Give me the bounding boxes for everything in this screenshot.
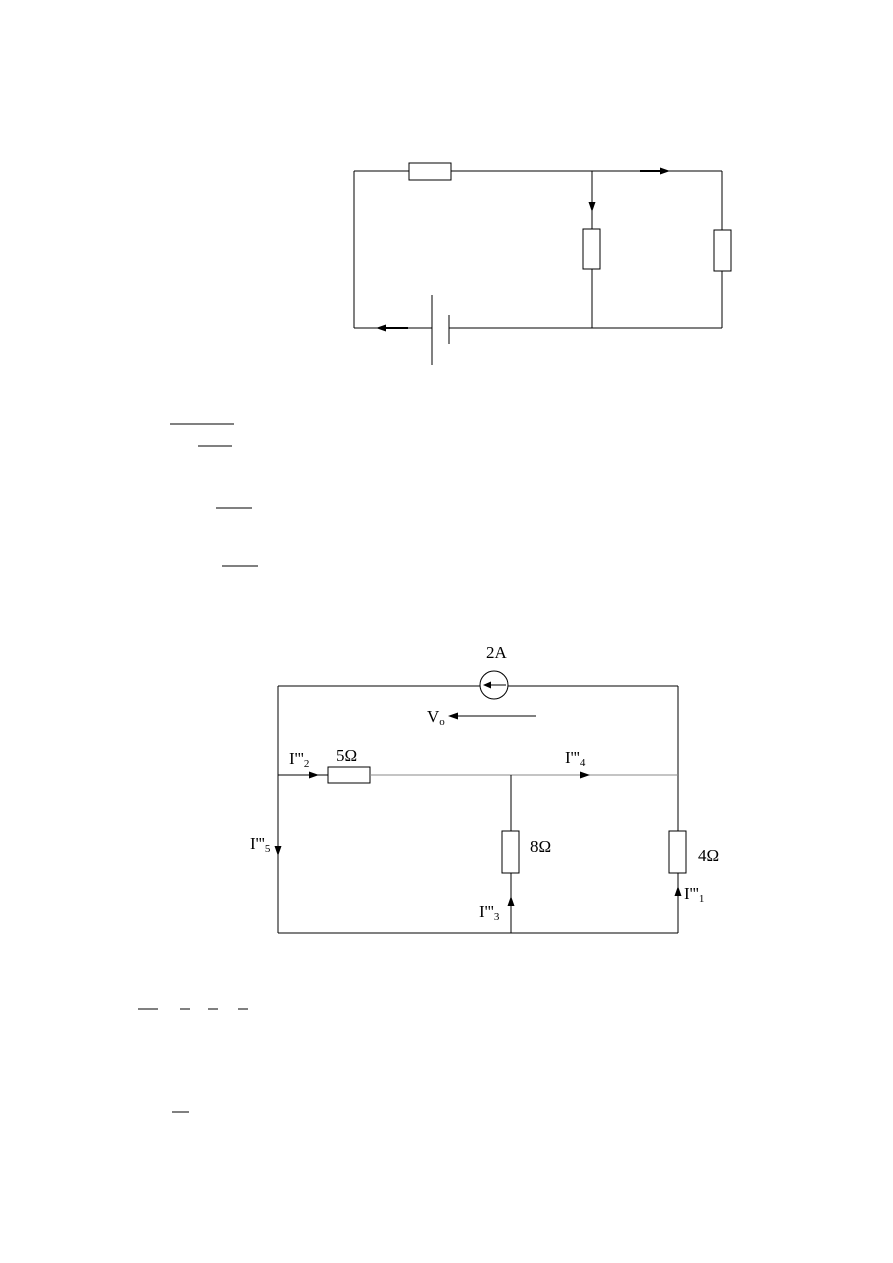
c2-i5-arrow-head	[274, 846, 282, 856]
c2-i2-arrow-head	[309, 771, 319, 779]
c2-i4-label: I'''4	[565, 748, 586, 769]
c2-i1-arrow-head	[674, 886, 682, 896]
c2-resistor-5ohm	[327, 766, 371, 784]
c2-i4-arrow-head	[580, 771, 590, 779]
c1-arrow-down-middle	[588, 202, 596, 212]
c2-resistor-8ohm	[501, 830, 520, 874]
c2-source-label: 2A	[486, 643, 508, 662]
equation-fraction-bars-lower	[138, 1008, 248, 1113]
circuit-1	[353, 162, 732, 365]
c2-i5-label: I'''5	[250, 834, 271, 855]
c2-r4-label: 4Ω	[698, 846, 719, 865]
c2-i2-label: I'''2	[289, 749, 309, 770]
c2-i3-label: I'''3	[479, 902, 500, 923]
c2-vo-arrow-head	[448, 712, 458, 720]
c2-r5-label: 5Ω	[336, 746, 357, 765]
equation-fraction-bars	[170, 423, 258, 567]
circuit-2: 2A Vo I'''2 5Ω I'''4 I'''5 8Ω 4Ω I'''3 I…	[250, 643, 719, 934]
c2-r8-label: 8Ω	[530, 837, 551, 856]
c2-source-arrow-head	[483, 681, 491, 689]
c2-i3-arrow-head	[507, 896, 515, 906]
c2-resistor-4ohm	[668, 830, 687, 874]
c1-resistor-series	[408, 162, 452, 181]
c1-resistor-middle	[582, 228, 601, 270]
c1-resistor-right	[713, 229, 732, 272]
c2-vo-label: Vo	[427, 707, 445, 728]
c1-arrow-right-top	[660, 167, 670, 175]
c1-arrow-left-bottom	[376, 324, 386, 332]
c2-i1-label: I'''1	[684, 884, 704, 905]
